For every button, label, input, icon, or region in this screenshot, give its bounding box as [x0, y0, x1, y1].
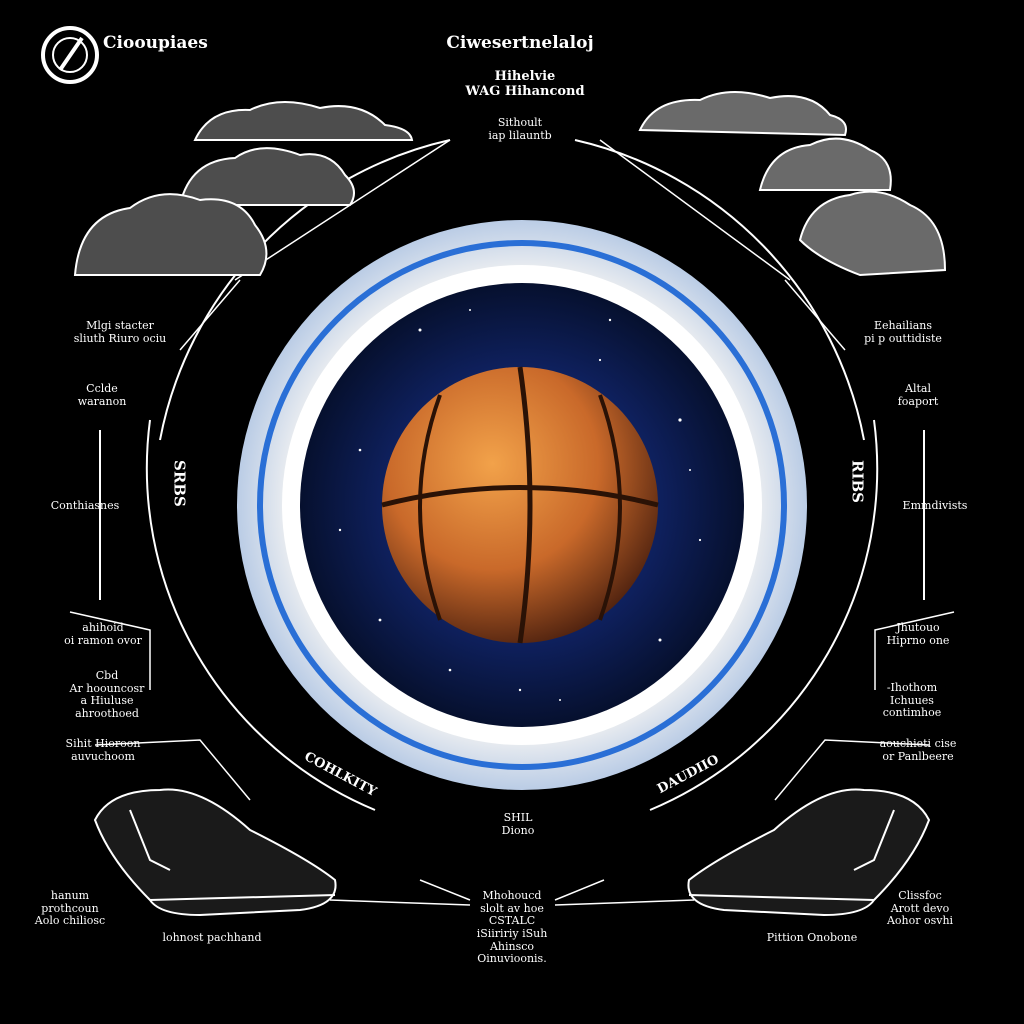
sneaker-icon-left	[93, 788, 337, 917]
left-shoe-caption: lohnost pachhand	[162, 931, 262, 944]
top-label-1: Hihelvie WAG Hihancond	[465, 69, 585, 99]
right-shoe-caption: Pittion Onobone	[766, 931, 858, 944]
connector-arcs	[99, 139, 925, 811]
storm-cloud-icon-right	[638, 90, 947, 277]
left-vertical-label: SRBS	[170, 460, 189, 507]
page-title: Ciwesertnelaloj	[446, 33, 594, 53]
sneaker-icon-right	[687, 788, 931, 917]
space-orb	[237, 220, 807, 790]
stars	[338, 309, 702, 701]
right-label-3: Emmdivists	[902, 499, 968, 512]
left-label-3: Conthiasnes	[50, 499, 120, 512]
top-label-2: Sithoult iap lilauntb	[488, 116, 552, 142]
circle-logo-icon	[41, 26, 99, 84]
brand-name: Ciooupiaes	[103, 33, 208, 53]
storm-cloud-icon-left	[73, 100, 414, 276]
basketball-in-space-icon	[381, 366, 659, 644]
pointer-lines	[69, 139, 955, 906]
right-vertical-label: RIBS	[848, 460, 867, 503]
